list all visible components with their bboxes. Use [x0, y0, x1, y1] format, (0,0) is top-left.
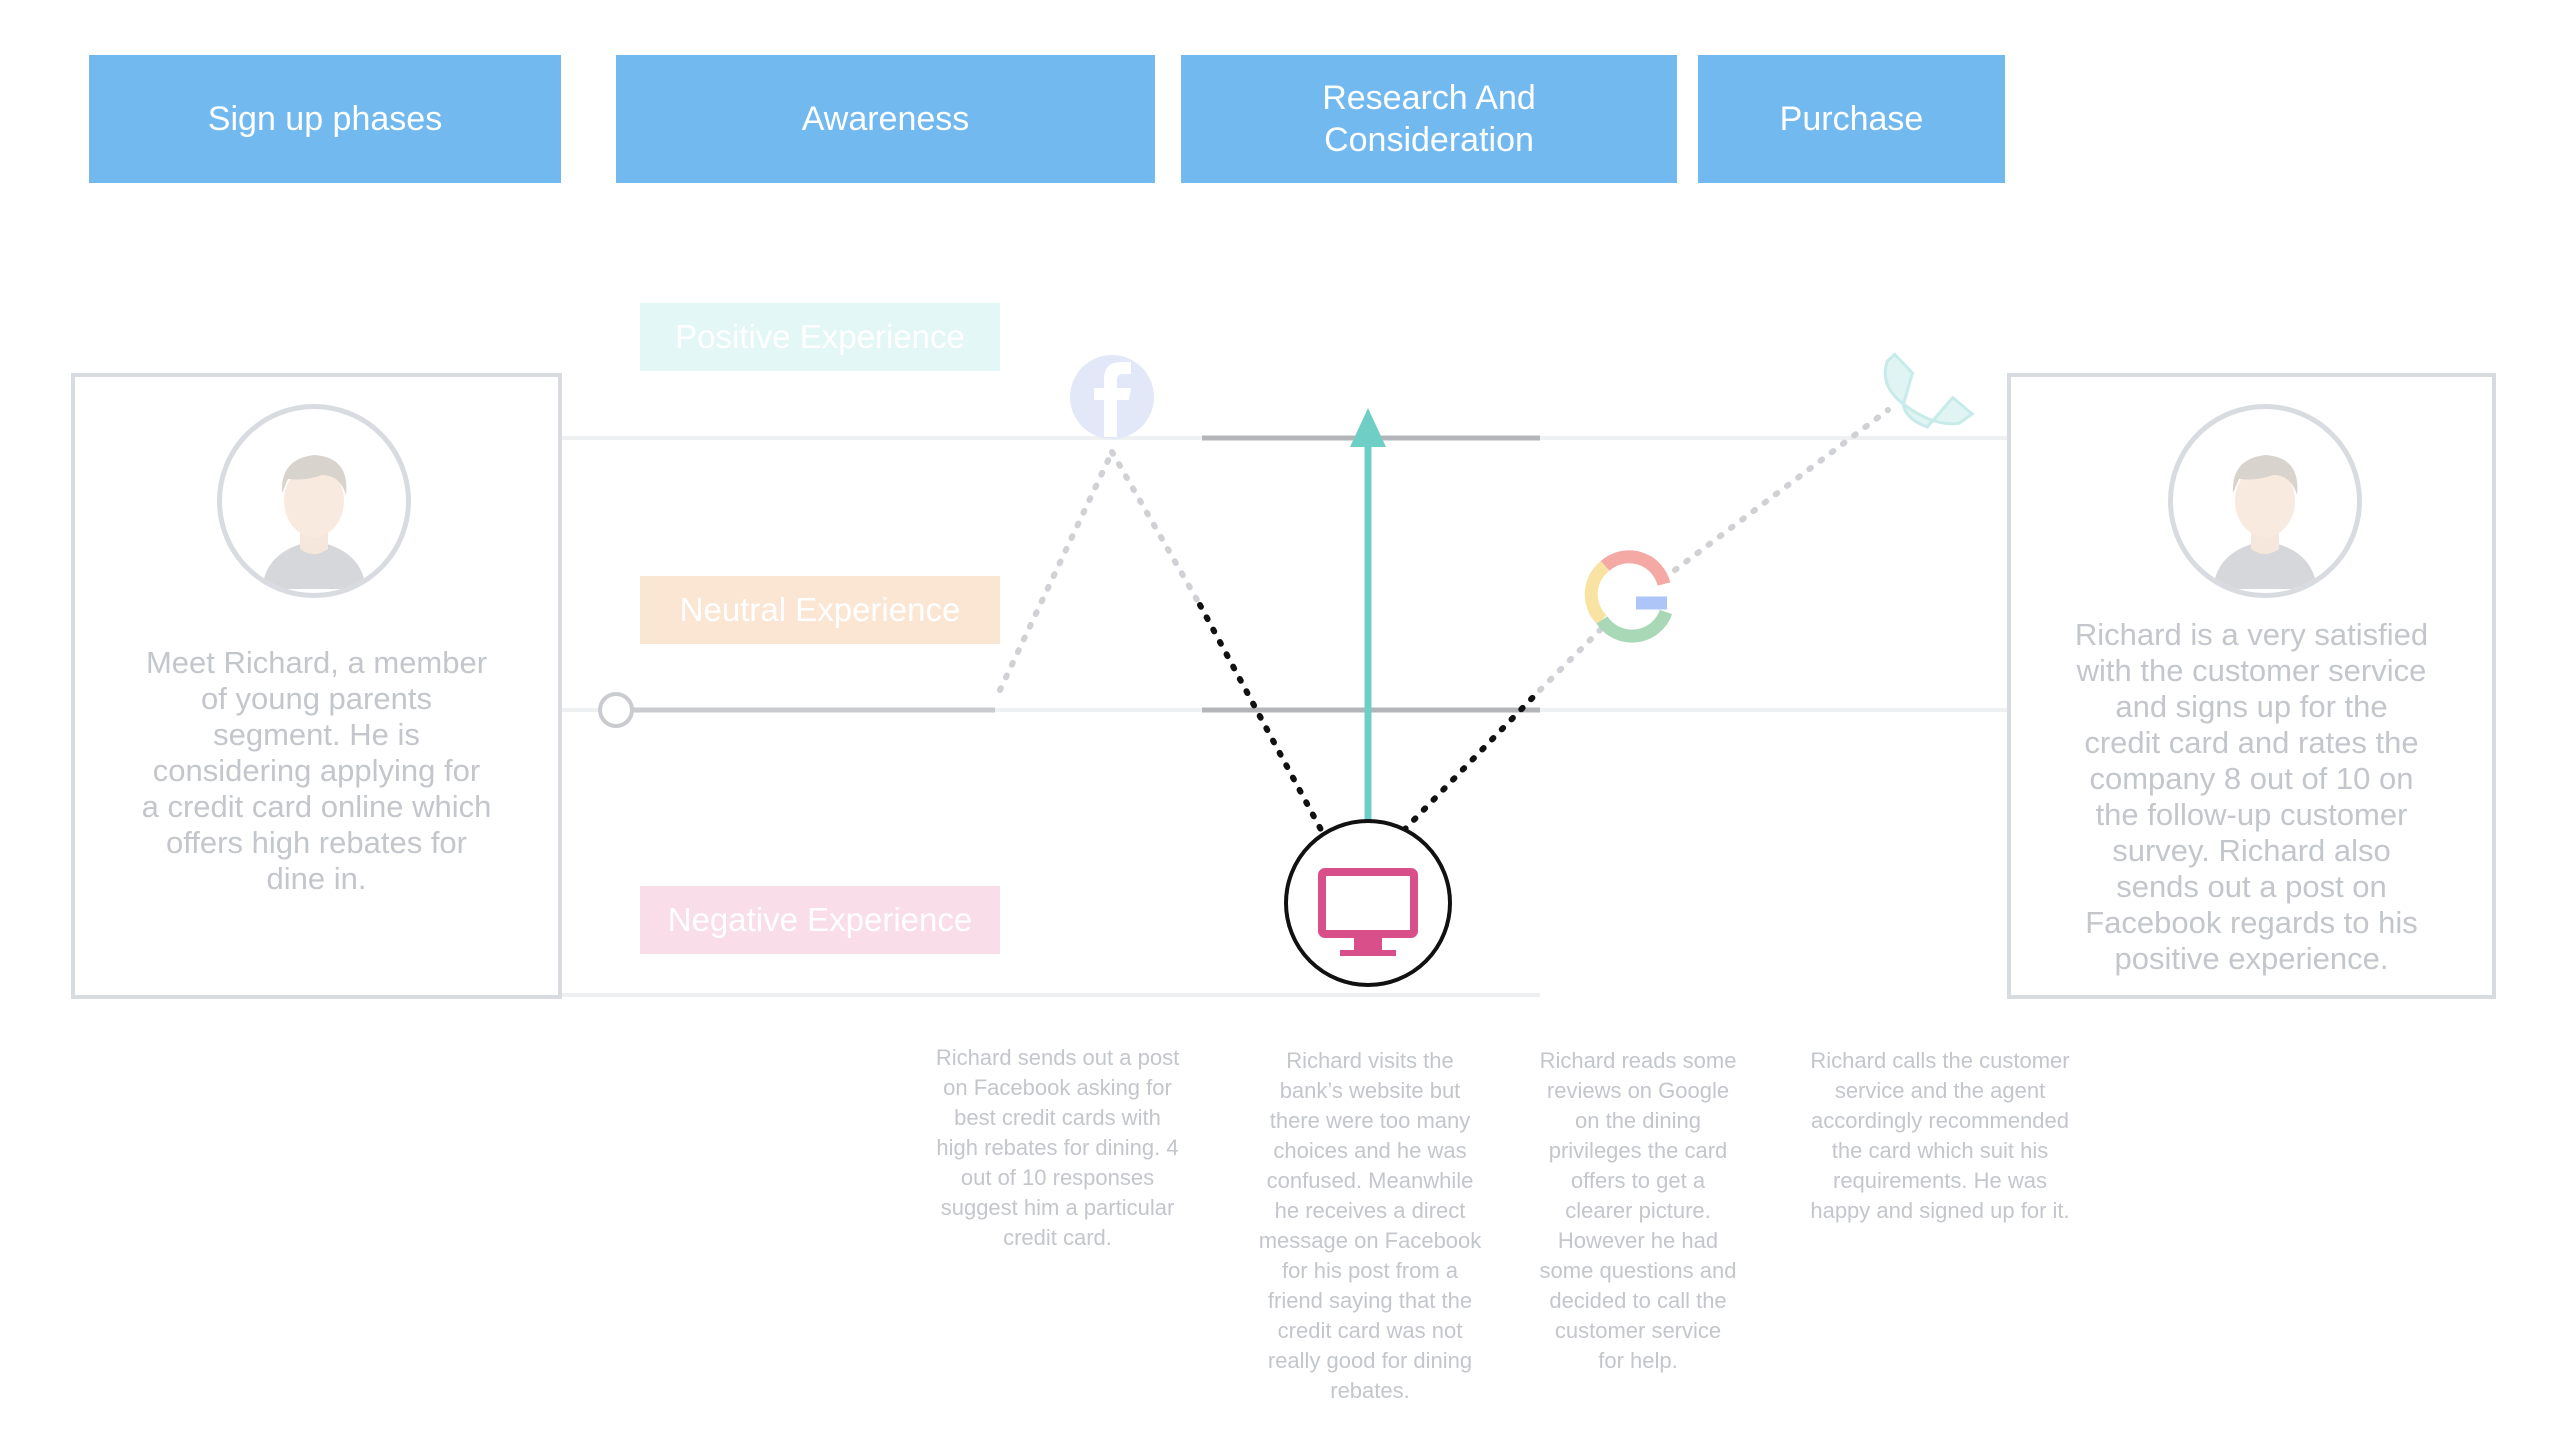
touchpoint-note-facebook: Richard sends out a post on Facebook ask…	[900, 1043, 1215, 1253]
journey-start-marker	[600, 694, 632, 726]
path-google-to-phone	[1675, 410, 1888, 570]
person-icon	[2173, 409, 2357, 593]
path-facebook-down-light	[1112, 452, 1200, 605]
phase-header-purchase: Purchase	[1698, 55, 2005, 183]
facebook-icon	[1070, 355, 1154, 439]
person-icon	[222, 409, 406, 593]
neutral-experience-label: Neutral Experience	[640, 576, 1000, 644]
persona-intro-text: Meet Richard, a member of young parents …	[75, 645, 558, 897]
touchpoint-note-phone: Richard calls the customer service and t…	[1775, 1046, 2105, 1226]
touchpoint-note-google: Richard reads some reviews on Google on …	[1508, 1046, 1768, 1376]
touchpoint-note-website: Richard visits the bank’s website but th…	[1220, 1046, 1520, 1406]
persona-intro-card: Meet Richard, a member of young parents …	[71, 373, 562, 999]
avatar	[2168, 404, 2362, 598]
negative-experience-label: Negative Experience	[640, 886, 1000, 954]
path-google-light	[1540, 630, 1600, 690]
persona-outcome-text: Richard is a very satisfied with the cus…	[2011, 617, 2492, 977]
path-facebook-to-monitor	[1200, 605, 1340, 865]
improvement-arrow-head	[1350, 408, 1386, 447]
phase-header-signup: Sign up phases	[89, 55, 561, 183]
positive-experience-label: Positive Experience	[640, 303, 1000, 371]
phone-icon	[1884, 348, 1974, 430]
google-icon	[1591, 557, 1667, 636]
avatar	[217, 404, 411, 598]
monitor-icon	[1286, 821, 1450, 985]
phase-header-awareness: Awareness	[616, 55, 1155, 183]
persona-outcome-card: Richard is a very satisfied with the cus…	[2007, 373, 2496, 999]
path-to-facebook	[1000, 452, 1112, 690]
phase-header-research: Research And Consideration	[1181, 55, 1677, 183]
